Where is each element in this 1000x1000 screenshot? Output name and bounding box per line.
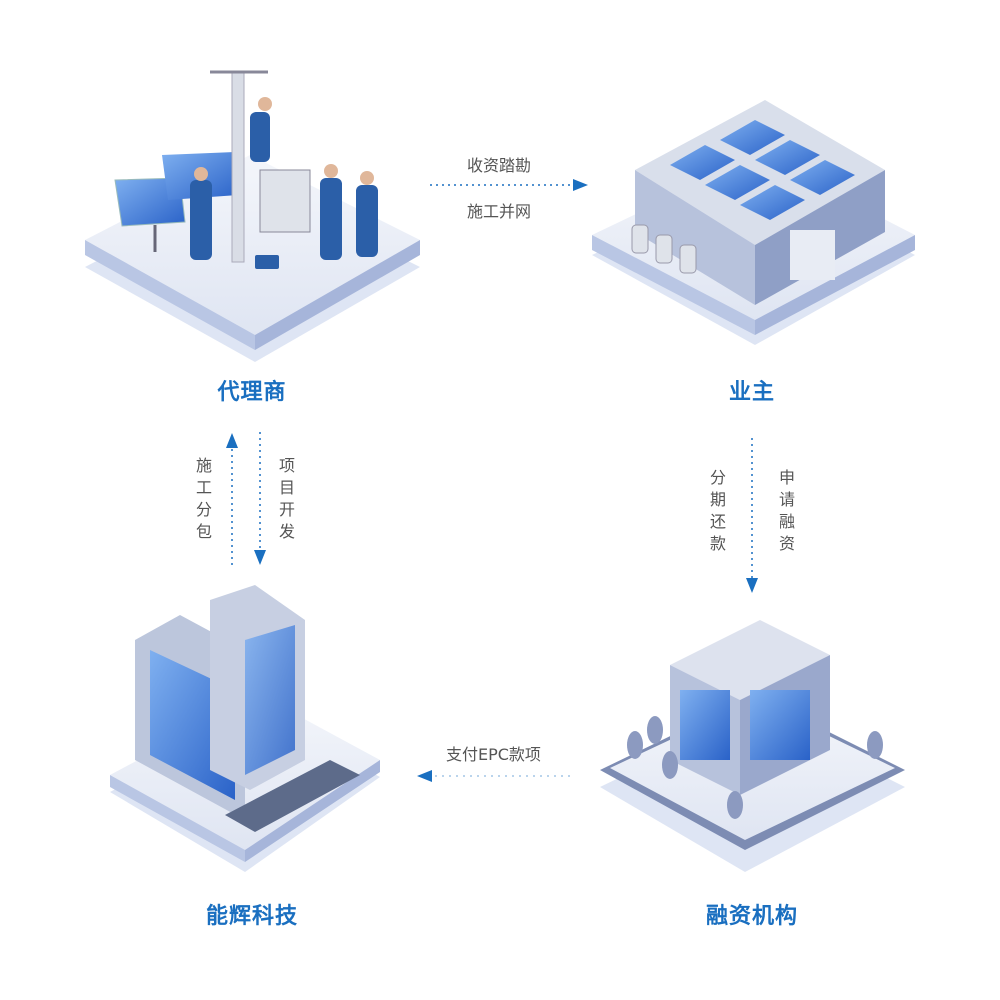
worker-icons — [190, 97, 378, 260]
flow-label-construction: 施工并网 — [467, 202, 532, 221]
flow-label-epc-payment: 支付EPC款项 — [446, 745, 541, 764]
flow-label-financing: 申请融资 — [778, 468, 795, 553]
finance-illustration — [600, 620, 905, 872]
owner-illustration — [592, 100, 915, 345]
nenghui-illustration — [110, 585, 380, 872]
node-label-owner: 业主 — [728, 380, 775, 405]
utility-pole-icon — [231, 71, 245, 263]
rooftop-solar-icon — [670, 120, 855, 220]
flow-label-survey: 收资踏勘 — [467, 156, 532, 175]
control-cabinet-icon — [259, 169, 311, 233]
node-label-agent: 代理商 — [217, 380, 287, 405]
node-label-nenghui: 能辉科技 — [205, 904, 298, 929]
tree-icons — [627, 716, 883, 819]
flow-label-project-dev: 项目开发 — [278, 456, 295, 541]
agent-illustration — [85, 70, 420, 362]
flow-label-subcontract: 施工分包 — [195, 456, 212, 541]
node-label-finance: 融资机构 — [705, 904, 798, 929]
flow-label-repayment: 分期还款 — [709, 468, 726, 553]
